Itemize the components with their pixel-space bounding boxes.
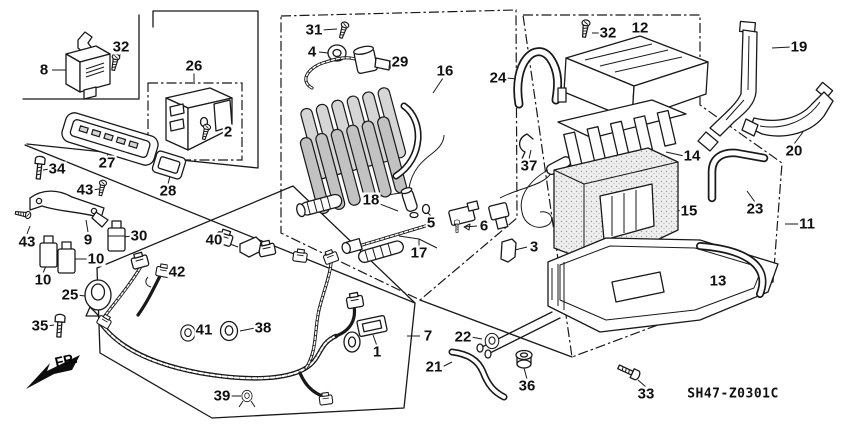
part-label-33: 33 bbox=[636, 385, 656, 403]
part-label-42: 42 bbox=[167, 263, 187, 281]
part-label-12: 12 bbox=[630, 19, 650, 37]
part-35-bolt bbox=[53, 313, 66, 338]
part-label-16: 16 bbox=[435, 62, 455, 80]
diagram-code: SH47-Z0301C bbox=[687, 386, 779, 402]
part-43-screw-top bbox=[96, 179, 108, 197]
part-39-clip bbox=[238, 389, 256, 408]
part-label-18: 18 bbox=[361, 191, 381, 209]
part-label-17: 17 bbox=[409, 244, 429, 262]
part-37-clip bbox=[518, 133, 534, 162]
part-label-8: 8 bbox=[38, 61, 50, 79]
part-27-bracket bbox=[61, 112, 159, 166]
part-label-31: 31 bbox=[304, 21, 324, 39]
part-label-3: 3 bbox=[528, 238, 540, 256]
part-31-screw bbox=[336, 20, 351, 40]
part-8-relay bbox=[65, 31, 111, 100]
part-label-19: 19 bbox=[789, 38, 809, 56]
part-20-bracket bbox=[741, 81, 834, 137]
part-label-35: 35 bbox=[30, 317, 50, 335]
part-3-clip bbox=[500, 238, 517, 263]
part-6-bolt bbox=[454, 219, 460, 233]
part-label-24: 24 bbox=[488, 69, 508, 87]
part-label-10-a: 10 bbox=[86, 250, 106, 268]
part-label-32-right: 32 bbox=[598, 24, 618, 42]
box-part8 bbox=[22, 14, 140, 100]
part-13-lower-case bbox=[476, 237, 779, 359]
part-label-20: 20 bbox=[784, 142, 804, 160]
part-38-grommet bbox=[219, 320, 239, 342]
part-label-21: 21 bbox=[424, 358, 444, 376]
part-9-bracket bbox=[29, 190, 109, 228]
part-label-23: 23 bbox=[745, 200, 765, 218]
part-19-bracket bbox=[697, 20, 758, 152]
part-label-38: 38 bbox=[253, 319, 273, 337]
box-harness bbox=[96, 185, 416, 419]
part-label-2: 2 bbox=[222, 123, 234, 141]
part-label-27: 27 bbox=[97, 154, 117, 172]
part-34-bolt bbox=[32, 155, 47, 181]
part-1-connector bbox=[356, 314, 388, 338]
part-43-screw-left bbox=[14, 208, 32, 220]
part-24-hose bbox=[513, 47, 563, 109]
part-7-harness bbox=[95, 227, 388, 406]
part-5-washer bbox=[421, 203, 431, 215]
part-label-6: 6 bbox=[478, 217, 490, 235]
part-32-screw-left bbox=[108, 52, 121, 72]
group-boxes bbox=[22, 9, 783, 419]
part-label-28: 28 bbox=[158, 182, 178, 200]
part-28-plate bbox=[151, 150, 187, 180]
box-evaporator bbox=[280, 9, 518, 301]
part-26-switch bbox=[165, 87, 233, 151]
part-42-clip bbox=[145, 276, 152, 288]
part-33-bolt bbox=[615, 361, 642, 382]
part-label-10-b: 10 bbox=[33, 271, 53, 289]
part-18-sensor bbox=[400, 134, 445, 219]
part-label-11: 11 bbox=[798, 215, 816, 233]
part-10-relay-b bbox=[57, 241, 76, 274]
part-36-nut bbox=[515, 349, 533, 369]
part-label-43-left: 43 bbox=[17, 233, 37, 251]
part-label-25: 25 bbox=[60, 286, 80, 304]
part-14-upper-case bbox=[557, 99, 687, 169]
part-label-5: 5 bbox=[425, 214, 437, 232]
part-label-22: 22 bbox=[453, 328, 473, 346]
part-label-41: 41 bbox=[194, 321, 214, 339]
part-label-7: 7 bbox=[422, 327, 434, 345]
box-connector-line bbox=[419, 299, 573, 358]
part-label-39: 39 bbox=[212, 387, 232, 405]
fr-direction-arrow bbox=[26, 355, 80, 389]
part-41-grommet bbox=[180, 324, 196, 342]
part-15-middle-case bbox=[553, 147, 679, 267]
part-label-40: 40 bbox=[204, 231, 224, 249]
part-16-evaporator bbox=[296, 87, 422, 218]
part-21-drain-hose bbox=[448, 348, 508, 401]
part-label-29: 29 bbox=[390, 53, 410, 71]
part-29-valve bbox=[304, 45, 399, 90]
part-label-34: 34 bbox=[47, 160, 67, 178]
part-label-36: 36 bbox=[517, 377, 537, 395]
part-40-clip-bracket bbox=[239, 236, 262, 258]
part-label-1: 1 bbox=[371, 343, 383, 361]
part-label-32-left: 32 bbox=[111, 38, 131, 56]
part-10-relay-a bbox=[39, 235, 58, 268]
part-label-26: 26 bbox=[184, 57, 204, 75]
part-32-screw-right bbox=[579, 18, 591, 39]
part-label-37: 37 bbox=[519, 157, 539, 175]
part-17-pipe bbox=[341, 222, 434, 264]
part-label-13: 13 bbox=[708, 272, 728, 290]
part-label-43-top: 43 bbox=[75, 181, 95, 199]
part-30-relay bbox=[107, 220, 126, 252]
part-25-mount bbox=[84, 279, 112, 317]
part-22-grommet bbox=[484, 332, 500, 350]
part-label-4: 4 bbox=[306, 43, 318, 61]
part-label-30: 30 bbox=[129, 227, 149, 245]
part-label-9: 9 bbox=[82, 231, 94, 249]
part-23-hose bbox=[707, 148, 769, 203]
part-label-14: 14 bbox=[682, 147, 702, 165]
part-label-15: 15 bbox=[679, 202, 699, 220]
divider-line bbox=[24, 144, 416, 304]
